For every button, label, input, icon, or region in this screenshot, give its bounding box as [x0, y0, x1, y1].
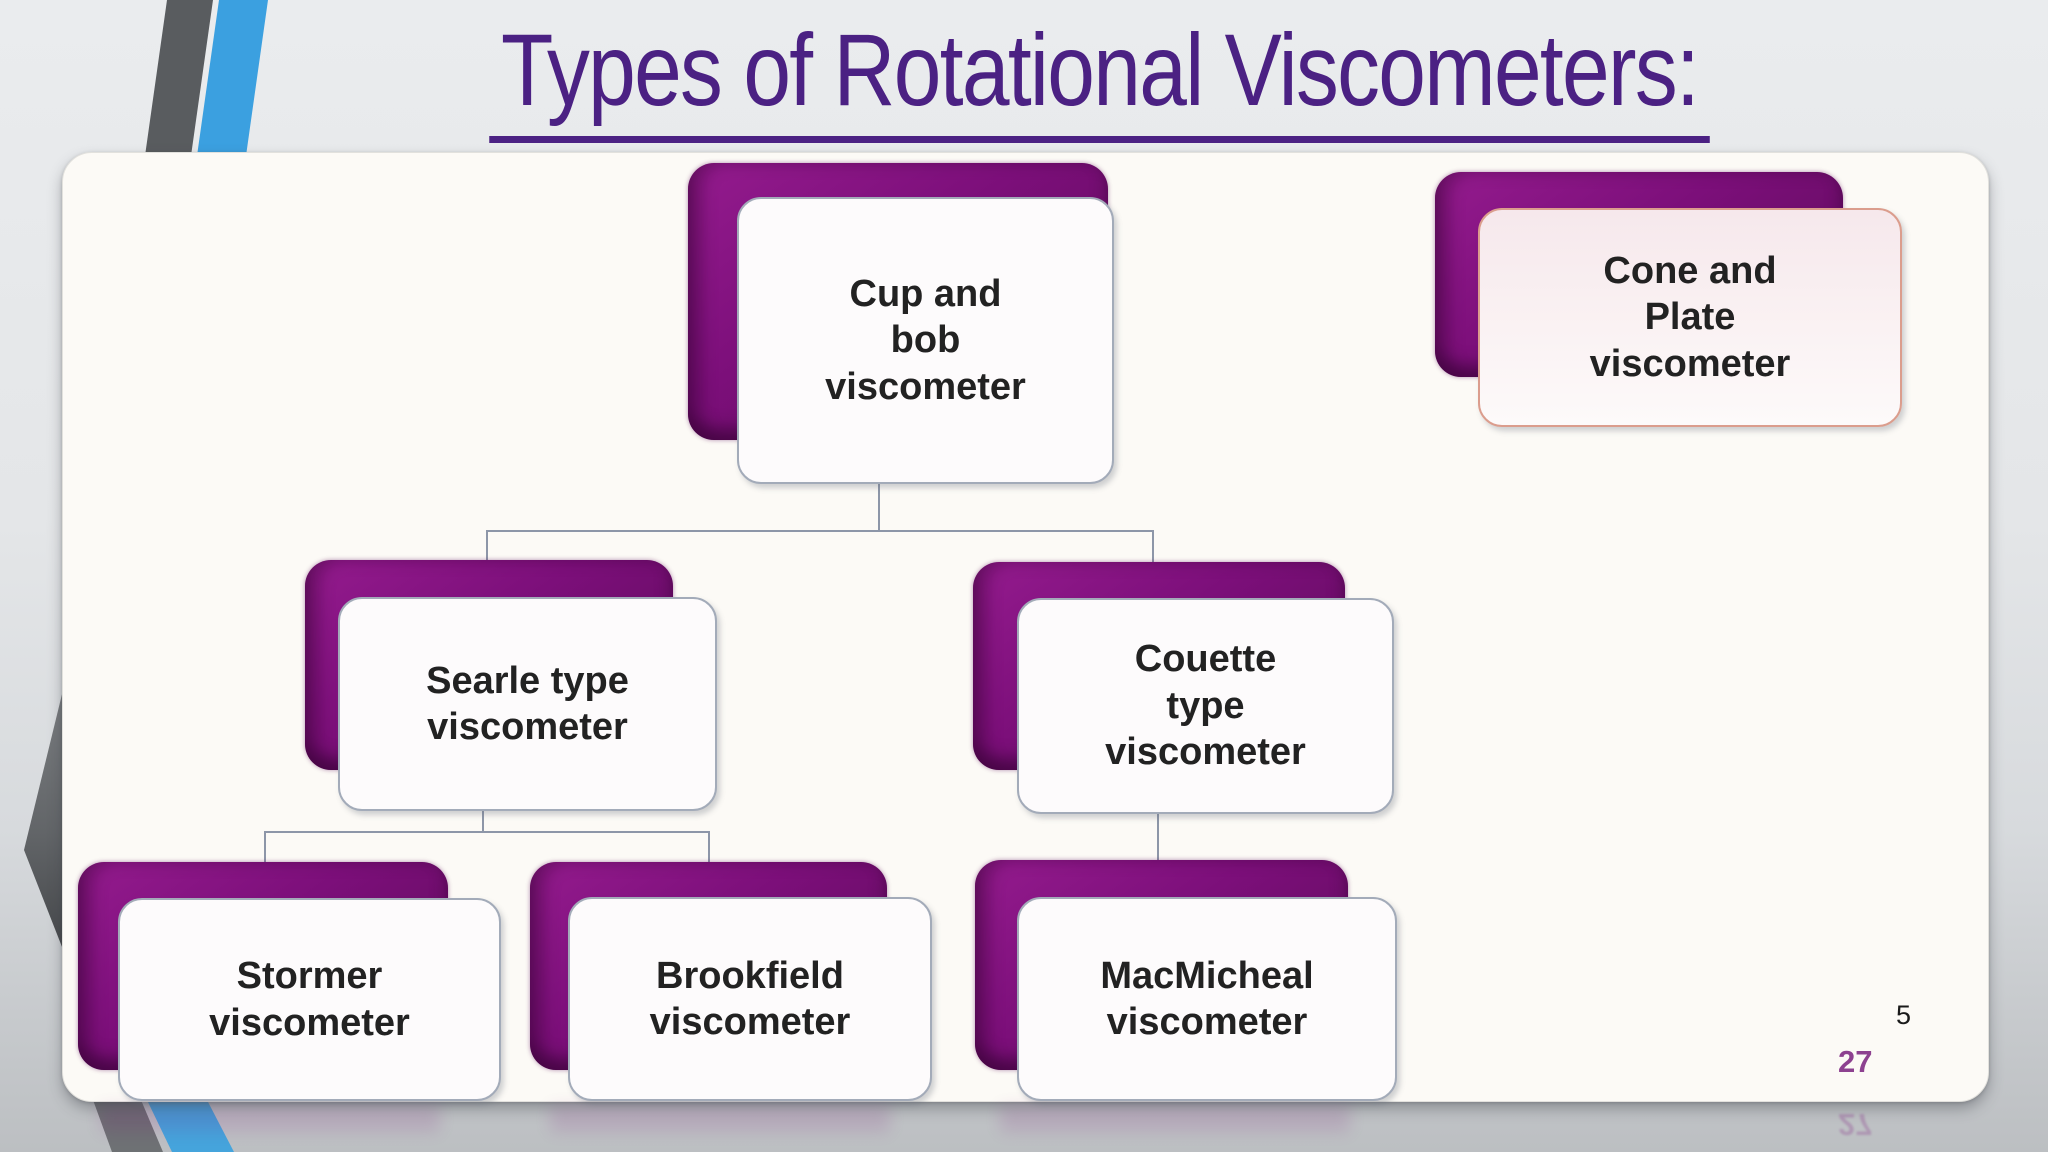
connector-level2-horizontal [486, 530, 1154, 532]
bottom-gray-stripe [93, 1100, 163, 1152]
reflection-blob [100, 1106, 440, 1132]
node-stormer: Stormer viscometer [118, 898, 501, 1101]
connector-to-stormer [264, 831, 266, 865]
connector-searle-down [482, 805, 484, 833]
bottom-blue-stripe [147, 1100, 234, 1152]
connector-to-searle [486, 530, 488, 564]
title-container: Types of Rotational Viscometers: [300, 14, 1900, 144]
connector-to-brookfield [708, 831, 710, 865]
node-brookfield: Brookfield viscometer [568, 897, 932, 1101]
slide-number-reflection: 27 [1838, 1107, 1873, 1142]
node-macmicheal: MacMicheal viscometer [1017, 897, 1397, 1101]
node-label: Cup and bob viscometer [825, 272, 1026, 408]
left-gray-wedge [24, 686, 64, 952]
connector-level3-horizontal [264, 831, 710, 833]
slide-title: Types of Rotational Viscometers: [489, 14, 1711, 144]
node-label: Stormer viscometer [209, 955, 410, 1044]
page-number: 5 [1896, 1000, 1912, 1030]
node-cup-and-bob: Cup and bob viscometer [737, 197, 1114, 484]
node-label: Cone and Plate viscometer [1589, 249, 1791, 385]
reflection-blob [550, 1106, 890, 1132]
top-blue-stripe [195, 0, 268, 170]
node-searle-type: Searle type viscometer [338, 597, 717, 811]
top-gray-stripe [143, 0, 213, 170]
node-label: Couette type viscometer [1105, 638, 1306, 774]
connector-to-couette [1152, 530, 1154, 566]
reflection-blob [1000, 1106, 1350, 1132]
connector-cupbob-down [878, 479, 880, 532]
node-label: Brookfield viscometer [649, 954, 851, 1043]
node-cone-and-plate: Cone and Plate viscometer [1478, 208, 1902, 427]
node-couette-type: Couette type viscometer [1017, 598, 1394, 814]
connector-to-macmicheal [1157, 808, 1159, 862]
slide-number: 27 [1838, 1044, 1873, 1079]
node-label: Searle type viscometer [426, 659, 629, 748]
node-label: MacMicheal viscometer [1100, 954, 1314, 1043]
